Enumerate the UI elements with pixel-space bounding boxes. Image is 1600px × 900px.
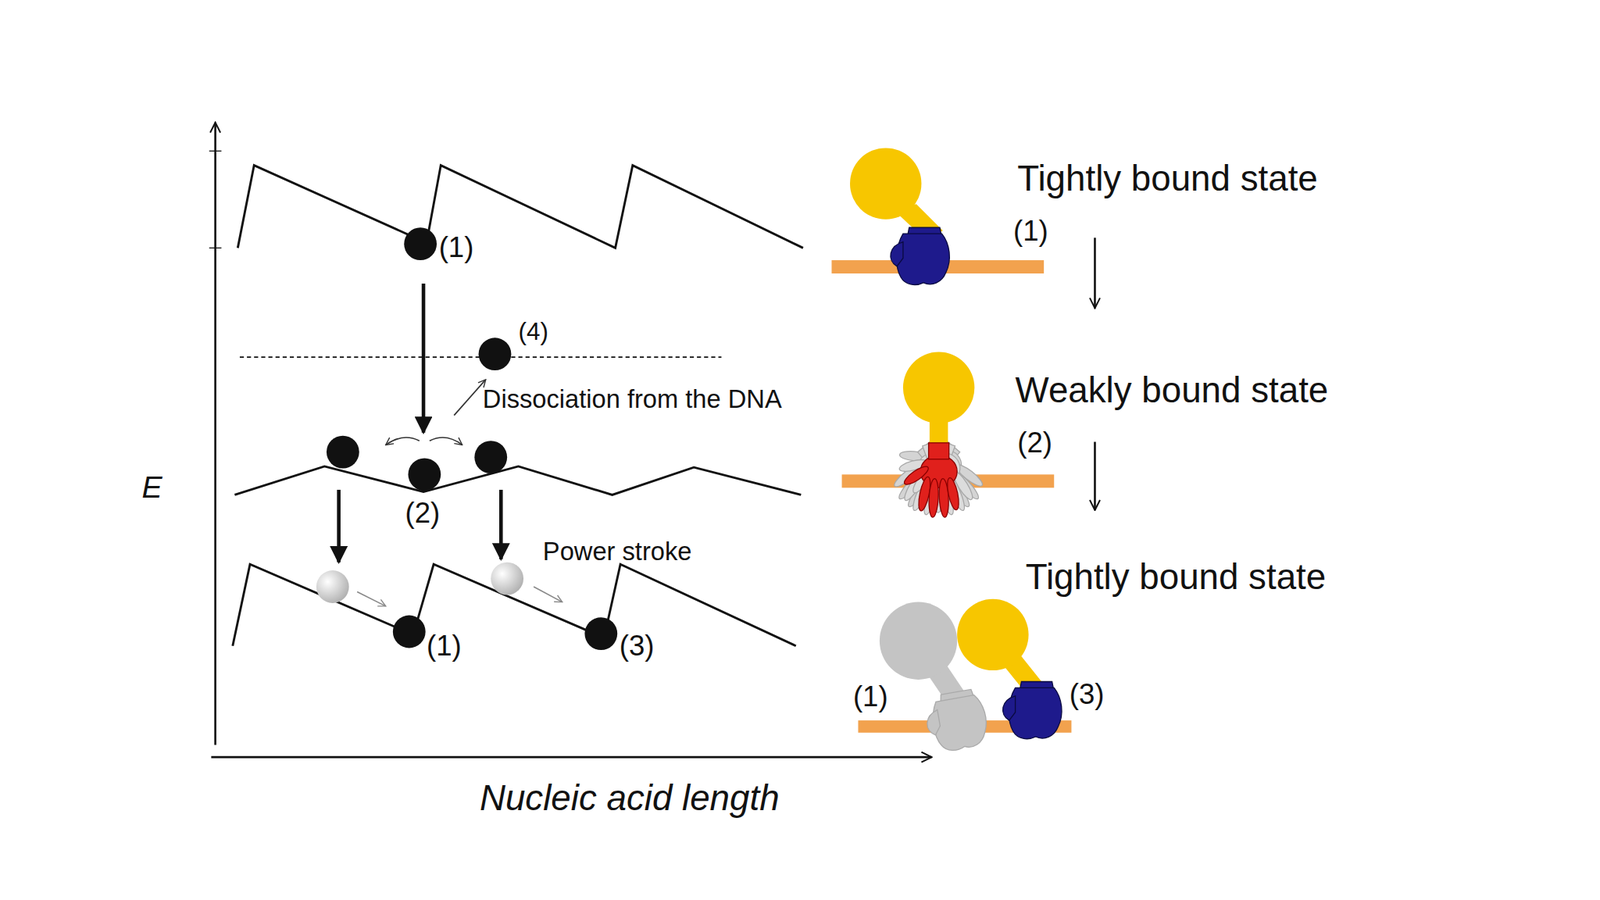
callout-number: (4) [518, 319, 549, 344]
diffusion-arrow [429, 437, 463, 445]
slide-arrow [357, 592, 386, 607]
callout-number: (3) [619, 631, 655, 661]
down-arrow [499, 489, 504, 560]
step-arrow [1093, 237, 1097, 308]
state-label: Tightly bound state [1017, 160, 1318, 197]
axis-label: E [142, 472, 163, 504]
diffusion-arrow [385, 437, 420, 445]
callout-number: (1) [426, 631, 462, 661]
callout-number: (2) [405, 499, 441, 529]
ball [474, 440, 508, 474]
callout-number: (2) [1017, 428, 1053, 458]
state-label: Tightly bound state [1025, 557, 1327, 594]
annotation: Power stroke [542, 539, 693, 565]
callout-number: (1) [439, 233, 475, 263]
dissociation-arrow [453, 379, 486, 416]
callout-number: (3) [1069, 680, 1105, 710]
annotation: Dissociation from the DNA [482, 386, 783, 413]
weak-landscape [234, 466, 801, 496]
ball [584, 617, 618, 650]
ball [403, 227, 437, 261]
tight-cartoon [857, 599, 1072, 755]
ball [326, 435, 360, 469]
down-arrow [336, 489, 341, 563]
ghost-ball [316, 570, 350, 604]
axes [209, 122, 933, 758]
tight-landscape [237, 165, 804, 249]
ball [478, 337, 512, 371]
down-arrow [421, 283, 426, 433]
state-label: Weakly bound state [1015, 371, 1329, 408]
callout-number: (1) [1013, 217, 1049, 247]
callout-number: (1) [853, 682, 889, 712]
step-arrow [1093, 442, 1097, 511]
ball [392, 615, 426, 649]
ball [407, 457, 441, 491]
tight-cartoon [831, 147, 1044, 285]
slide-arrow [533, 586, 563, 603]
axis-label: Nucleic acid length [479, 779, 780, 816]
ghost-ball [490, 562, 524, 596]
